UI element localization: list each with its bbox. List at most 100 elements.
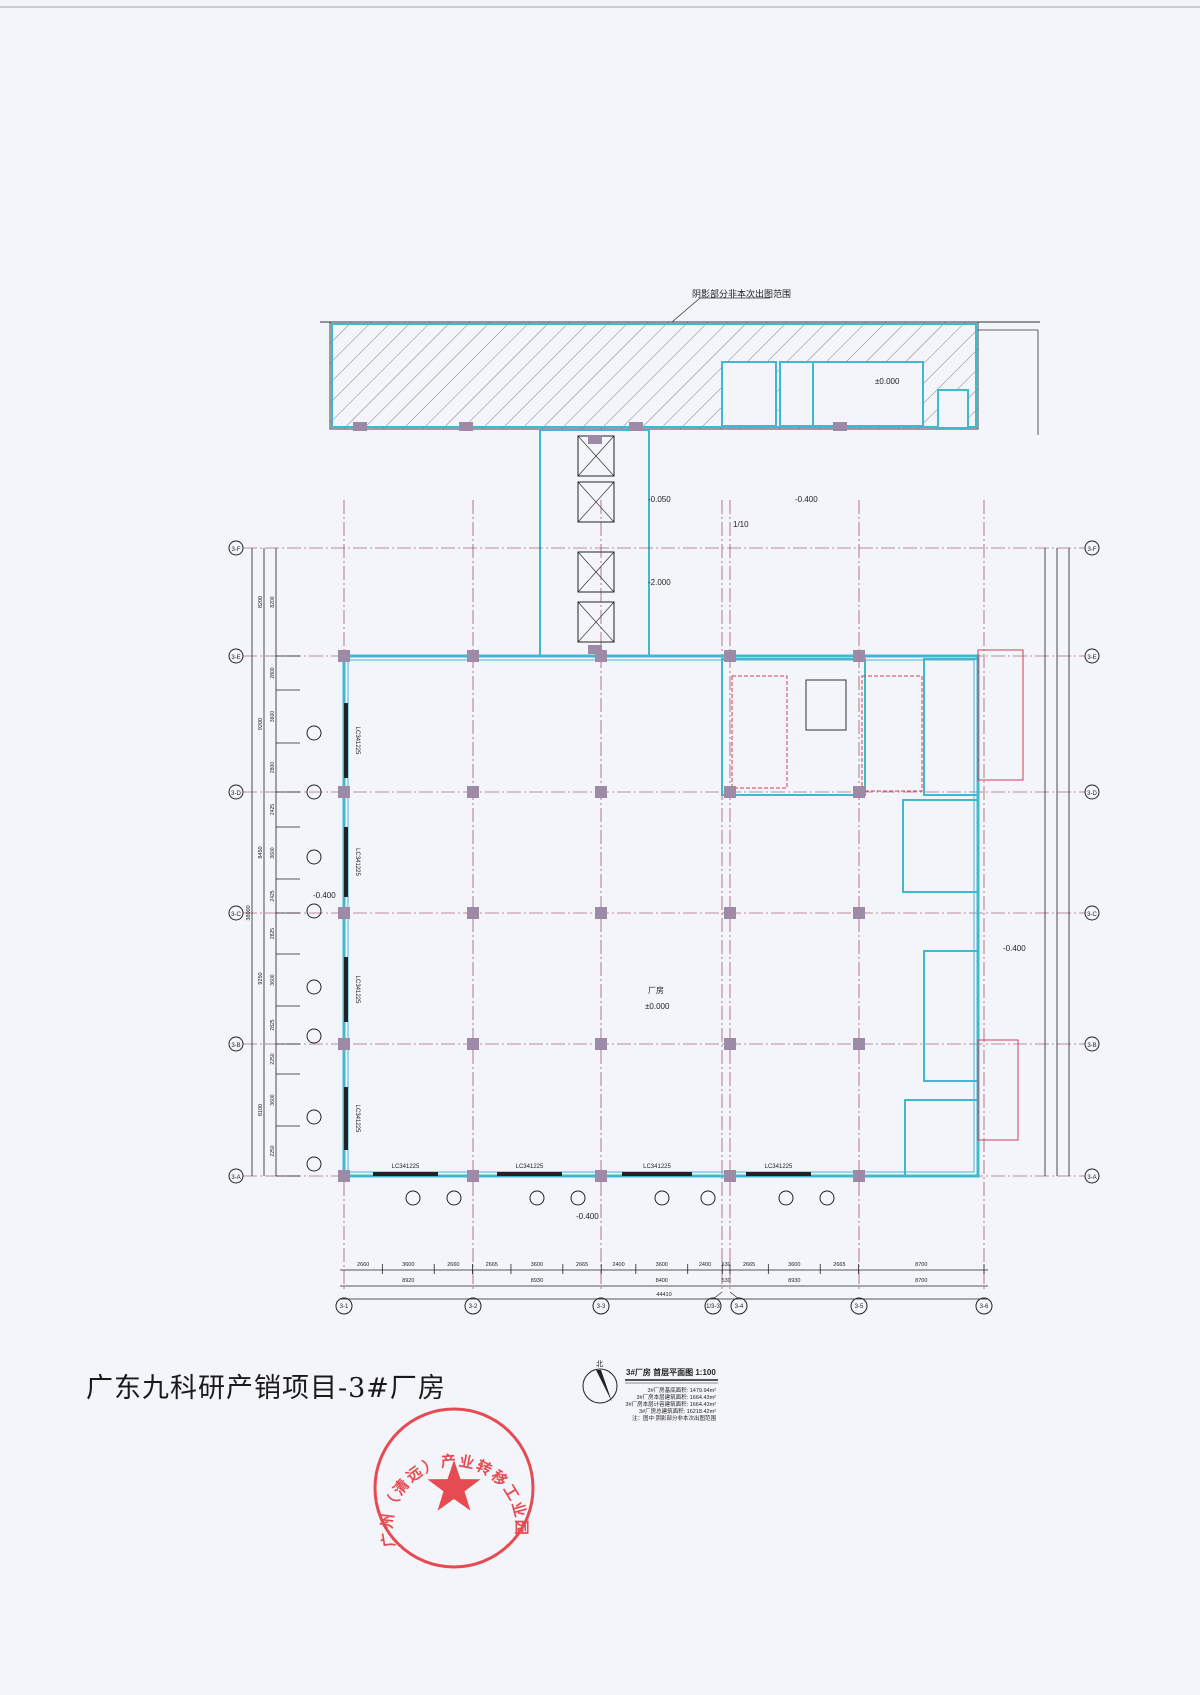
svg-text:广州（清远）产业转移工业园国土资源局: 广州（清远）产业转移工业园国土资源局 bbox=[0, 0, 530, 1548]
dimension-value: 3600 bbox=[531, 1262, 543, 1268]
drawing-title: 广东九科研产销项目-3#厂房 bbox=[86, 1373, 446, 1404]
axis-bubble bbox=[464, 1297, 482, 1315]
axis-label: 3-D bbox=[1087, 791, 1097, 797]
window-bottom bbox=[746, 1172, 811, 1176]
dimension-total: 38000 bbox=[246, 905, 252, 920]
window-tag: LC341225 bbox=[643, 1164, 671, 1170]
elevator-cross bbox=[577, 435, 615, 477]
building-outline bbox=[342, 654, 980, 1178]
column bbox=[467, 650, 479, 662]
area-summary-line: 3#厂房本层计容建筑面积: 1664.43m² bbox=[626, 1400, 717, 1408]
window-tag: LC341225 bbox=[765, 1164, 793, 1170]
dimension-value: 530 bbox=[722, 1278, 731, 1284]
column bbox=[724, 786, 736, 798]
column bbox=[338, 1170, 350, 1182]
window-left bbox=[344, 703, 348, 778]
service-core bbox=[721, 649, 1024, 1177]
axis-bubble bbox=[228, 540, 244, 556]
axis-label: 3-A bbox=[231, 1175, 240, 1181]
core-wall bbox=[539, 429, 650, 657]
column bbox=[595, 786, 607, 798]
window-bottom bbox=[373, 1172, 438, 1176]
dimension-value: 3600 bbox=[270, 711, 276, 722]
column bbox=[853, 786, 865, 798]
dimension-total: 44410 bbox=[656, 1292, 671, 1298]
window-tag: LC341225 bbox=[354, 727, 360, 755]
window-left bbox=[344, 957, 348, 1022]
axis-bubble bbox=[704, 1297, 722, 1315]
axis-bubble bbox=[228, 784, 244, 800]
axis-label: 3-B bbox=[231, 1043, 240, 1049]
window-detail-bubble bbox=[570, 1190, 586, 1206]
window-detail-bubble bbox=[306, 849, 322, 865]
dimension-value: 2800 bbox=[270, 667, 276, 678]
dimension-value: 2400 bbox=[612, 1262, 624, 1268]
window-detail-bubble bbox=[654, 1190, 670, 1206]
window-bottom bbox=[622, 1172, 692, 1176]
dimension-value: 2660 bbox=[447, 1262, 459, 1268]
outdoor-elevation-label: -0.400 bbox=[576, 1212, 599, 1221]
dimension-value: 2400 bbox=[699, 1262, 711, 1268]
axis-bubble bbox=[592, 1297, 610, 1315]
column bbox=[724, 907, 736, 919]
column bbox=[595, 907, 607, 919]
room-elevation: ±0.000 bbox=[645, 1002, 670, 1011]
dimension-value: 2800 bbox=[270, 762, 276, 773]
column bbox=[629, 422, 643, 431]
window-tag: LC341225 bbox=[354, 848, 360, 876]
dimension-value: 8930 bbox=[788, 1278, 800, 1284]
column bbox=[853, 907, 865, 919]
lobby-elevation-label: -0.050 bbox=[648, 495, 671, 504]
column bbox=[853, 650, 865, 662]
dimension-value: 8200 bbox=[258, 596, 264, 608]
column bbox=[595, 1038, 607, 1050]
axis-label: 3-D bbox=[231, 791, 241, 797]
elevator-cross bbox=[577, 481, 615, 523]
axis-bubble bbox=[335, 1297, 353, 1315]
dimension-value: 2250 bbox=[270, 1145, 276, 1156]
stamp-star-icon bbox=[427, 1460, 481, 1511]
column bbox=[353, 422, 367, 431]
dimension-value: 8700 bbox=[915, 1278, 927, 1284]
window-bottom bbox=[497, 1172, 562, 1176]
window-tag: LC341225 bbox=[354, 976, 360, 1004]
axis-bubble bbox=[228, 648, 244, 664]
axis-bubble bbox=[1084, 905, 1100, 921]
dimension-value: 9250 bbox=[258, 972, 264, 984]
axis-bubble bbox=[228, 1168, 244, 1184]
area-summary-line: 3#厂房总建筑面积: 16218.42m² bbox=[639, 1407, 716, 1415]
window-detail-bubble bbox=[306, 784, 322, 800]
column bbox=[724, 1170, 736, 1182]
axis-label: 3-B bbox=[1087, 1043, 1096, 1049]
window-detail-bubble bbox=[819, 1190, 835, 1206]
dimension-value: 2825 bbox=[270, 928, 276, 939]
dimension-value: 3600 bbox=[656, 1262, 668, 1268]
column bbox=[338, 650, 350, 662]
dimension-value: 8450 bbox=[258, 846, 264, 858]
axis-label: 3-5 bbox=[855, 1304, 864, 1310]
window-detail-bubble bbox=[529, 1190, 545, 1206]
axis-bubble bbox=[850, 1297, 868, 1315]
column bbox=[588, 645, 602, 654]
elevator-shaft bbox=[577, 481, 615, 523]
hatched-out-of-scope-block bbox=[320, 297, 1040, 435]
dimension-value: 8100 bbox=[258, 1104, 264, 1116]
dimension-value: 2425 bbox=[270, 804, 276, 815]
elevator-core bbox=[539, 429, 650, 657]
axis-label: 1/3-3 bbox=[706, 1304, 720, 1310]
dimension-value: 8200 bbox=[270, 596, 276, 607]
dimension-value: 8700 bbox=[915, 1262, 927, 1268]
axis-label: 3-C bbox=[1087, 912, 1097, 918]
elevator-shaft bbox=[577, 601, 615, 643]
axis-bubble bbox=[1084, 1036, 1100, 1052]
elevator-cross bbox=[577, 551, 615, 593]
area-summary-line: 3#厂房本层建筑面积: 1664.43m² bbox=[637, 1393, 717, 1401]
area-summary-line: 注：图中 阴影部分非本次出图范围 bbox=[632, 1414, 717, 1422]
window-tag: LC341225 bbox=[516, 1164, 544, 1170]
column bbox=[338, 907, 350, 919]
axis-bubble bbox=[1084, 648, 1100, 664]
column bbox=[588, 435, 602, 444]
axis-bubble bbox=[730, 1297, 748, 1315]
dimension-value: 2425 bbox=[270, 890, 276, 901]
axis-label: 3-F bbox=[232, 547, 241, 553]
